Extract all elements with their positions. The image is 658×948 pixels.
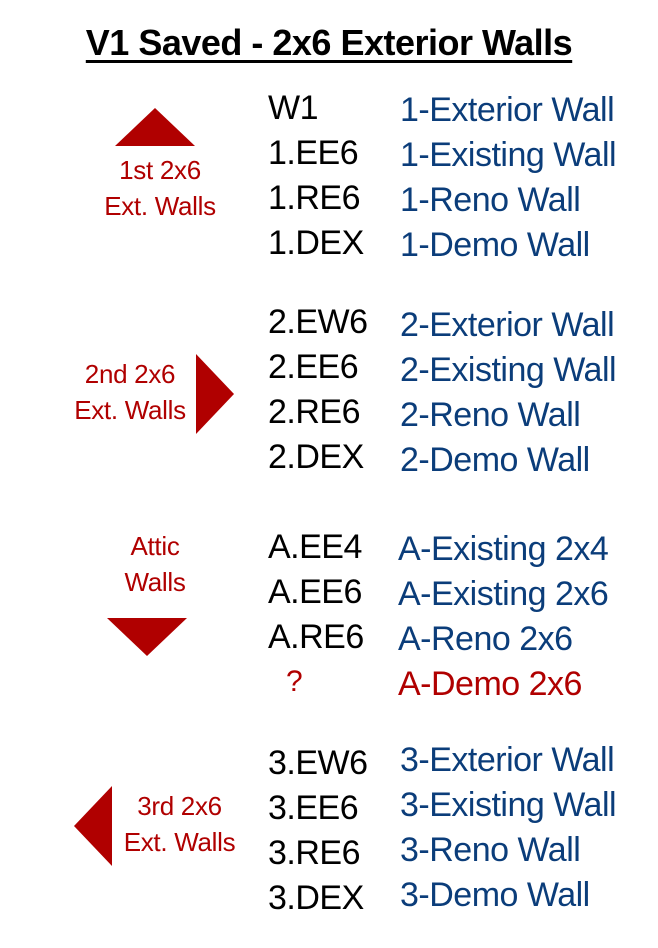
group-4-code-2: 3.EE6	[268, 789, 359, 827]
group-1-label: 1st 2x6 Ext. Walls	[85, 152, 235, 224]
group-2-desc-4: 2-Demo Wall	[400, 441, 590, 479]
group-4-label: 3rd 2x6 Ext. Walls	[112, 788, 247, 860]
group-3-label-line1: Attic	[130, 531, 180, 561]
group-2-code-4: 2.DEX	[268, 438, 364, 476]
page-title: V1 Saved - 2x6 Exterior Walls	[0, 22, 658, 64]
group-1-code-2: 1.EE6	[268, 134, 359, 172]
triangle-right-icon	[196, 354, 234, 434]
triangle-down-icon	[107, 618, 187, 656]
group-3-label: Attic Walls	[90, 528, 220, 600]
group-3-code-2: A.EE6	[268, 573, 362, 611]
group-2-desc-1: 2-Exterior Wall	[400, 306, 615, 344]
group-4-code-4: 3.DEX	[268, 879, 364, 917]
group-1-label-line1: 1st 2x6	[119, 155, 201, 185]
group-3-desc-4: A-Demo 2x6	[398, 665, 582, 703]
group-4-desc-1: 3-Exterior Wall	[400, 741, 615, 779]
group-3-desc-1: A-Existing 2x4	[398, 530, 609, 568]
group-1-desc-1: 1-Exterior Wall	[400, 91, 615, 129]
page-title-text: V1 Saved - 2x6 Exterior Walls	[85, 22, 573, 63]
group-2-desc-3: 2-Reno Wall	[400, 396, 581, 434]
group-4-desc-4: 3-Demo Wall	[400, 876, 590, 914]
group-3-desc-3: A-Reno 2x6	[398, 620, 573, 658]
group-1-desc-2: 1-Existing Wall	[400, 136, 617, 174]
group-3-code-3: A.RE6	[268, 618, 364, 656]
group-2-code-2: 2.EE6	[268, 348, 359, 386]
group-4-code-3: 3.RE6	[268, 834, 361, 872]
group-4-code-1: 3.EW6	[268, 744, 368, 782]
group-4-label-line2: Ext. Walls	[123, 827, 236, 857]
group-3-code-1: A.EE4	[268, 528, 362, 566]
triangle-up-icon	[115, 108, 195, 146]
group-1-label-line2: Ext. Walls	[104, 191, 216, 221]
group-1-desc-4: 1-Demo Wall	[400, 226, 590, 264]
group-3-code-4: ?	[286, 665, 303, 698]
group-1-code-4: 1.DEX	[268, 224, 364, 262]
group-2-label-line1: 2nd 2x6	[84, 359, 176, 389]
group-2-desc-2: 2-Existing Wall	[400, 351, 617, 389]
group-1-code-1: W1	[268, 89, 319, 127]
group-1-code-3: 1.RE6	[268, 179, 361, 217]
group-4-desc-3: 3-Reno Wall	[400, 831, 581, 869]
group-4-desc-2: 3-Existing Wall	[400, 786, 617, 824]
group-3-desc-2: A-Existing 2x6	[398, 575, 609, 613]
group-3-label-line2: Walls	[124, 567, 186, 597]
group-2-code-3: 2.RE6	[268, 393, 361, 431]
triangle-left-icon	[74, 786, 112, 866]
group-4-label-line1: 3rd 2x6	[137, 791, 222, 821]
group-1-desc-3: 1-Reno Wall	[400, 181, 581, 219]
group-2-code-1: 2.EW6	[268, 303, 368, 341]
group-2-label-line2: Ext. Walls	[74, 395, 186, 425]
group-2-label: 2nd 2x6 Ext. Walls	[60, 356, 200, 428]
